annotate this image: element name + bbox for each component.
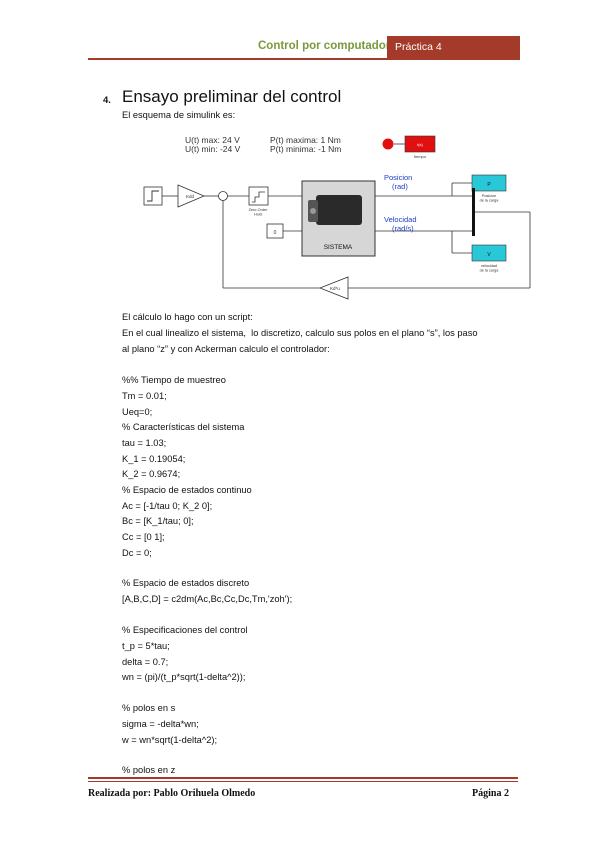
limit-pmax: P(t) maxima: 1 Nm — [270, 135, 341, 145]
code-line: delta = 0.7; — [122, 657, 169, 667]
simulink-diagram: U(t) max: 24 V U(t) min: -24 V P(t) maxi… — [143, 135, 531, 300]
code-line: % polos en s — [122, 703, 176, 713]
footer-page-number: Página 2 — [472, 788, 509, 799]
code-line: sigma = -delta*wn; — [122, 719, 199, 729]
gain-kdd — [177, 184, 206, 208]
code-line: tau = 1.03; — [122, 438, 167, 448]
code-line: K_2 = 0.9674; — [122, 469, 181, 479]
gain-kdd-label: Kdd — [186, 194, 195, 199]
footer-author: Realizada por: Pablo Orihuela Olmedo — [88, 788, 256, 799]
explain-line-3: al plano “z” y con Ackerman calculo el c… — [122, 344, 330, 354]
code-line: % Especificaciones del control — [122, 625, 248, 635]
clock-block — [404, 135, 436, 153]
header-rule — [88, 58, 520, 60]
limit-umin: U(t) min: -24 V — [185, 144, 241, 154]
sum-block — [218, 191, 228, 201]
clock-block-label: t(s) — [417, 142, 423, 147]
code-line: Ueq=0; — [122, 407, 153, 417]
gain-kd — [318, 276, 349, 300]
header-tab: Práctica 4 — [387, 36, 520, 58]
code-line: wn = (pi)/(t_p*sqrt(1-delta^2)); — [122, 672, 246, 682]
footer-rule — [88, 777, 518, 779]
code-line: % polos en z — [122, 765, 176, 775]
limit-pmin: P(t) minima: -1 Nm — [270, 144, 341, 154]
code-line: [A,B,C,D] = c2dm(Ac,Bc,Cc,Dc,Tm,'zoh'); — [122, 594, 293, 604]
scope-p-label: P — [487, 182, 491, 188]
step-block — [143, 186, 163, 206]
code-line: K_1 = 0.19054; — [122, 454, 186, 464]
section-title: Ensayo preliminar del control — [122, 87, 342, 106]
system-label: SISTEMA — [324, 244, 353, 251]
code-line: t_p = 5*tau; — [122, 641, 170, 651]
footer-rule-thin — [88, 781, 518, 782]
explain-line-2: En el cual linealizo el sistema, lo disc… — [122, 328, 478, 338]
scope-v-label: V — [487, 252, 491, 258]
code-line: Cc = [0 1]; — [122, 532, 165, 542]
zoh-block — [248, 186, 269, 206]
gain-kd-label: Kd*u — [330, 286, 340, 291]
posicion-label: Posicion(rad) — [384, 173, 412, 191]
code-line: Ac = [-1/tau 0; K_2 0]; — [122, 501, 213, 511]
clock-label: tiempo — [414, 154, 427, 159]
header-tab-label: Práctica 4 — [395, 41, 442, 53]
code-line: Tm = 0.01; — [122, 391, 167, 401]
code-line: % Espacio de estados discreto — [122, 578, 250, 588]
code-line: % Espacio de estados continuo — [122, 485, 252, 495]
constant-label: 0 — [274, 230, 277, 236]
velocidad-label: Velocidad(rad/s) — [384, 215, 417, 233]
section-intro: El esquema de simulink es: — [122, 110, 236, 120]
code-line: w = wn*sqrt(1-delta^2); — [122, 735, 218, 745]
code-line: Bc = [K_1/tau; 0]; — [122, 516, 194, 526]
section-number: 4. — [103, 95, 111, 106]
limit-umax: U(t) max: 24 V — [185, 135, 240, 145]
code-line: Dc = 0; — [122, 548, 152, 558]
explain-line-1: El cálculo lo hago con un script: — [122, 312, 253, 322]
scope-v — [471, 244, 507, 262]
code-line: % Características del sistema — [122, 422, 245, 432]
motor-icon — [316, 195, 362, 225]
scope-p — [471, 174, 507, 192]
header-title: Control por computador — [258, 40, 391, 52]
code-line: %% Tiempo de muestreo — [122, 375, 226, 385]
mux-block — [472, 188, 475, 236]
clock-icon — [382, 138, 394, 150]
